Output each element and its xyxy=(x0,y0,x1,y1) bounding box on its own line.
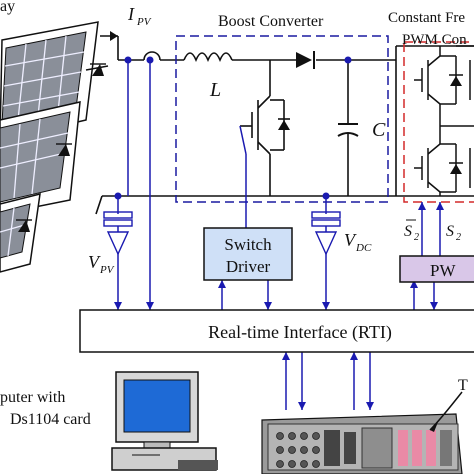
switch-driver-box: Switch Driver xyxy=(203,227,293,281)
bypass-diode-2 xyxy=(56,143,72,156)
inverter-switch-bottom xyxy=(414,126,471,196)
ipv-current-arrow: I PV xyxy=(110,4,152,41)
vpv-subscript: PV xyxy=(99,264,115,276)
switch-driver-label-1: Switch xyxy=(224,235,272,254)
computer xyxy=(111,371,218,471)
vpv-label: V xyxy=(88,252,101,272)
bypass-diode-1 xyxy=(85,63,109,76)
rti-bar: Real-time Interface (RTI) xyxy=(79,309,474,353)
computer-label-2: Ds1104 card xyxy=(10,411,91,428)
constant-freq-title: Constant Fre xyxy=(388,10,465,26)
dc-capacitor: C xyxy=(337,119,386,141)
vdc-sensor xyxy=(311,211,341,256)
boost-converter-title: Boost Converter xyxy=(218,13,324,30)
boost-converter-box xyxy=(175,35,389,203)
pv-panel-1 xyxy=(0,21,99,141)
bypass-diode-3 xyxy=(16,219,32,232)
boost-switch-igbt xyxy=(240,92,290,160)
t-annotation: T xyxy=(429,377,468,432)
keyboard xyxy=(178,460,218,470)
boost-diode xyxy=(296,51,315,69)
s2bar-subscript: 2 xyxy=(414,232,419,243)
vdc-label: V xyxy=(344,230,357,250)
t-label: T xyxy=(458,377,468,394)
pv-array-label: ay xyxy=(0,0,15,15)
s2bar-label: S xyxy=(404,223,412,240)
vdc-subscript: DC xyxy=(355,242,372,254)
capacitor-label: C xyxy=(372,119,386,141)
power-wiring xyxy=(95,35,474,215)
switch-driver-label-2: Driver xyxy=(226,257,271,276)
pv-panel-3 xyxy=(0,193,41,273)
gate-signal-labels: S 2 S 2 xyxy=(404,219,461,243)
junction-dots xyxy=(114,56,352,200)
inverter-switch-top xyxy=(414,45,474,127)
pv-array: ay xyxy=(0,0,109,273)
control-arrowheads xyxy=(114,202,444,410)
pwm-converter-title: PWM Con xyxy=(402,32,467,48)
pv-panel-2 xyxy=(0,101,81,215)
inductor-label: L xyxy=(209,79,221,101)
ds1104-connector-panel xyxy=(261,413,463,474)
vpv-sensor xyxy=(103,211,133,256)
pwm-block: PW xyxy=(399,255,474,283)
ipv-subscript: PV xyxy=(136,16,152,28)
computer-label-1: puter with xyxy=(0,389,65,406)
ipv-label: I xyxy=(127,4,135,24)
pwm-converter-box xyxy=(403,41,474,203)
rti-label: Real-time Interface (RTI) xyxy=(208,322,392,343)
pwm-block-label: PW xyxy=(430,261,456,280)
s2-subscript: 2 xyxy=(456,232,461,243)
s2-label: S xyxy=(446,223,454,240)
